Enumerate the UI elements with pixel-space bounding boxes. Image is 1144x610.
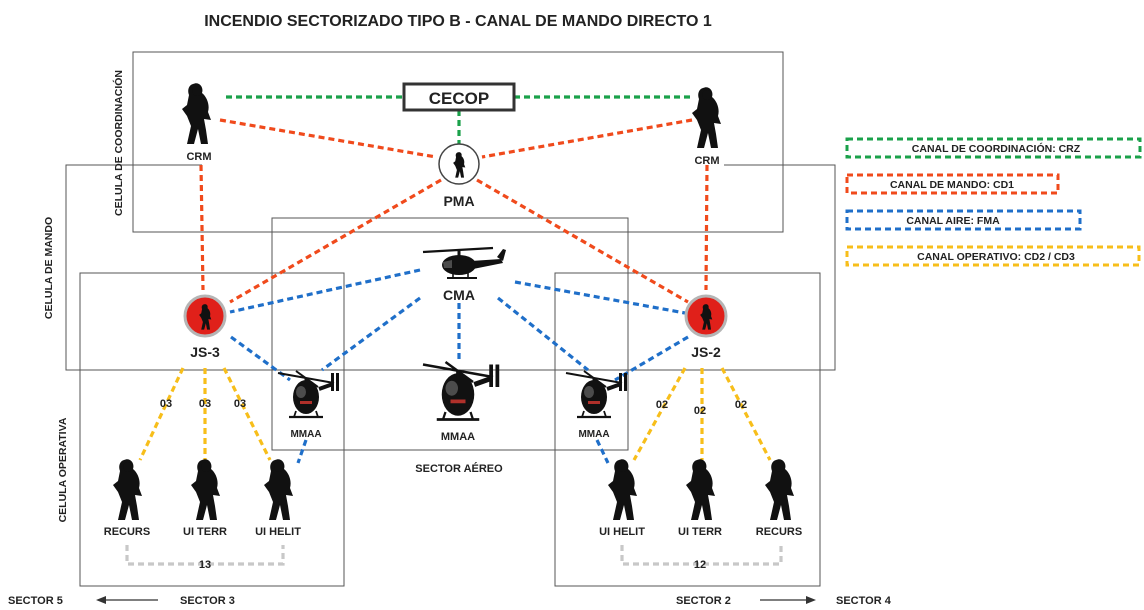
cecop-node: CECOP [402, 82, 516, 112]
channel-number: 02 [694, 405, 706, 417]
recurs-left-person-icon [113, 459, 142, 520]
sector-4-label: SECTOR 4 [836, 595, 892, 607]
uihelit-left-person-icon [264, 459, 293, 520]
uiterr-right-label: UI TERR [678, 526, 722, 538]
mmaa-left-label: MMAA [290, 429, 321, 440]
team-number: 13 [199, 559, 211, 571]
operative-channel-lines [138, 367, 772, 461]
coordination-cell-box [132, 51, 784, 233]
operative-left-box [79, 272, 345, 587]
sector-3-label: SECTOR 3 [180, 595, 235, 607]
crm-right-label: CRM [694, 155, 719, 167]
legend-item-coordination: CANAL DE COORDINACIÓN: CRZ [845, 137, 1142, 159]
sector-5-label: SECTOR 5 [8, 595, 63, 607]
coordination-channel-lines [226, 95, 690, 144]
legend: CANAL DE COORDINACIÓN: CRZ CANAL DE MAND… [845, 137, 1142, 267]
crm-right-person-icon [692, 87, 721, 148]
pma-node: PMA [438, 143, 480, 209]
channel-number: 03 [199, 398, 211, 410]
cma-label: CMA [443, 287, 475, 303]
cma-helicopter-icon [421, 246, 508, 280]
operative-cell-label: CELULA OPERATIVA [57, 417, 69, 522]
legend-label: CANAL DE COORDINACIÓN: CRZ [912, 142, 1081, 155]
channel-number: 02 [735, 399, 747, 411]
crm-left-person-icon [182, 83, 211, 144]
mmaa-center-label: MMAA [441, 431, 475, 443]
coordination-cell-label: CELULA DE COORDINACIÓN [112, 70, 125, 216]
uihelit-right-label: UI HELIT [599, 526, 645, 538]
operative-right-box [554, 272, 821, 587]
team-number: 12 [694, 559, 706, 571]
command-cell-label: CELULA DE MANDO [43, 217, 55, 319]
air-sector-box [271, 217, 629, 451]
legend-item-operative: CANAL OPERATIVO: CD2 / CD3 [845, 245, 1141, 267]
mmaa-right-label: MMAA [578, 429, 609, 440]
uihelit-right-person-icon [608, 459, 637, 520]
uiterr-left-person-icon [191, 459, 220, 520]
legend-item-air: CANAL AIRE: FMA [845, 209, 1082, 231]
recurs-right-person-icon [765, 459, 794, 520]
command-channel-lines [199, 118, 709, 304]
js2-label: JS-2 [691, 344, 721, 360]
recurs-right-label: RECURS [756, 526, 802, 538]
sector-2-label: SECTOR 2 [676, 595, 731, 607]
sector-aereo-label: SECTOR AÉREO [415, 462, 503, 475]
uiterr-right-person-icon [686, 459, 715, 520]
uiterr-left-label: UI TERR [183, 526, 227, 538]
crm-left-label: CRM [186, 151, 211, 163]
arrow-left-icon [96, 596, 158, 604]
legend-label: CANAL OPERATIVO: CD2 / CD3 [917, 251, 1075, 263]
js3-label: JS-3 [190, 344, 220, 360]
cecop-label: CECOP [429, 89, 489, 108]
js2-node: JS-2 [684, 294, 728, 360]
mmaa-center-helicopter-icon [423, 362, 499, 420]
js3-node: JS-3 [183, 294, 227, 360]
channel-number: 03 [160, 398, 172, 410]
recurs-left-label: RECURS [104, 526, 150, 538]
channel-number: 02 [656, 399, 668, 411]
legend-label: CANAL AIRE: FMA [906, 215, 1000, 227]
mmaa-left-helicopter-icon [276, 369, 341, 419]
team-lines [125, 545, 783, 566]
channel-number: 03 [234, 398, 246, 410]
arrow-right-icon [760, 596, 816, 604]
legend-label: CANAL DE MANDO: CD1 [890, 179, 1014, 191]
legend-item-command: CANAL DE MANDO: CD1 [845, 173, 1060, 195]
uihelit-left-label: UI HELIT [255, 526, 301, 538]
pma-label: PMA [443, 193, 474, 209]
diagram-title: INCENDIO SECTORIZADO TIPO B - CANAL DE M… [204, 13, 712, 30]
